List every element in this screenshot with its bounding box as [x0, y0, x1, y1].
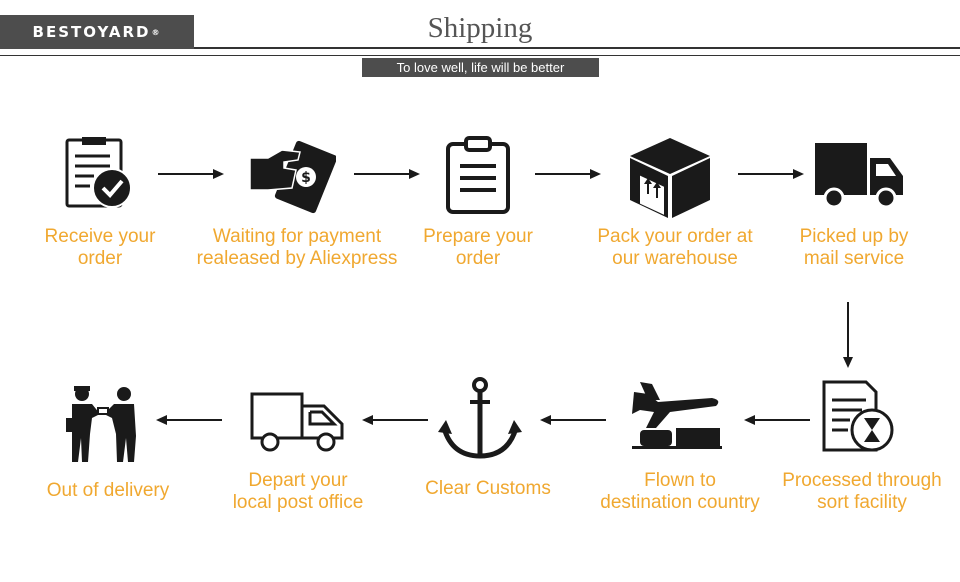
brand-registered-mark: ® [151, 27, 162, 37]
flow-arrow-right [738, 169, 804, 179]
truck-outline-icon [250, 392, 344, 452]
flow-arrow-down [843, 302, 853, 368]
flow-arrow-left [744, 415, 810, 425]
flow-arrow-right [535, 169, 601, 179]
airplane-cargo-icon [632, 382, 722, 449]
step-label-clear-customs: Clear Customs [425, 478, 551, 499]
package-box-icon [630, 138, 710, 218]
step-processed [822, 380, 896, 452]
flow-arrow-right [354, 169, 420, 179]
step-prepare-order [442, 136, 514, 216]
step-out-of-delivery [64, 384, 140, 464]
flow-arrow-left [156, 415, 222, 425]
step-flown [630, 380, 724, 452]
anchor-icon [438, 377, 522, 459]
step-picked-up [814, 142, 904, 208]
header-divider-top [194, 47, 960, 49]
tagline-banner: To love well, life will be better [362, 58, 599, 77]
clipboard-list-icon [446, 136, 510, 214]
document-hourglass-icon [822, 380, 894, 452]
brand-name: BESTOYARD [32, 23, 151, 41]
brand-logo: BESTOYARD® [0, 15, 194, 49]
step-depart-post-office [250, 392, 346, 454]
step-clear-customs [438, 376, 522, 460]
header-divider-bottom [0, 55, 960, 56]
svg-text:$: $ [301, 170, 311, 186]
flow-arrow-left [362, 415, 428, 425]
step-pack-order [628, 136, 712, 220]
hand-money-icon: $ [249, 140, 336, 214]
handover-people-icon [66, 386, 136, 462]
step-label-out-of-delivery: Out of delivery [46, 480, 170, 501]
step-waiting-payment: $ [248, 138, 336, 214]
delivery-truck-icon [815, 143, 903, 208]
clipboard-check-icon [65, 137, 132, 208]
step-receive-order [60, 136, 136, 212]
flow-arrow-left [540, 415, 606, 425]
page-title: Shipping [427, 12, 533, 44]
flow-arrow-right [158, 169, 224, 179]
